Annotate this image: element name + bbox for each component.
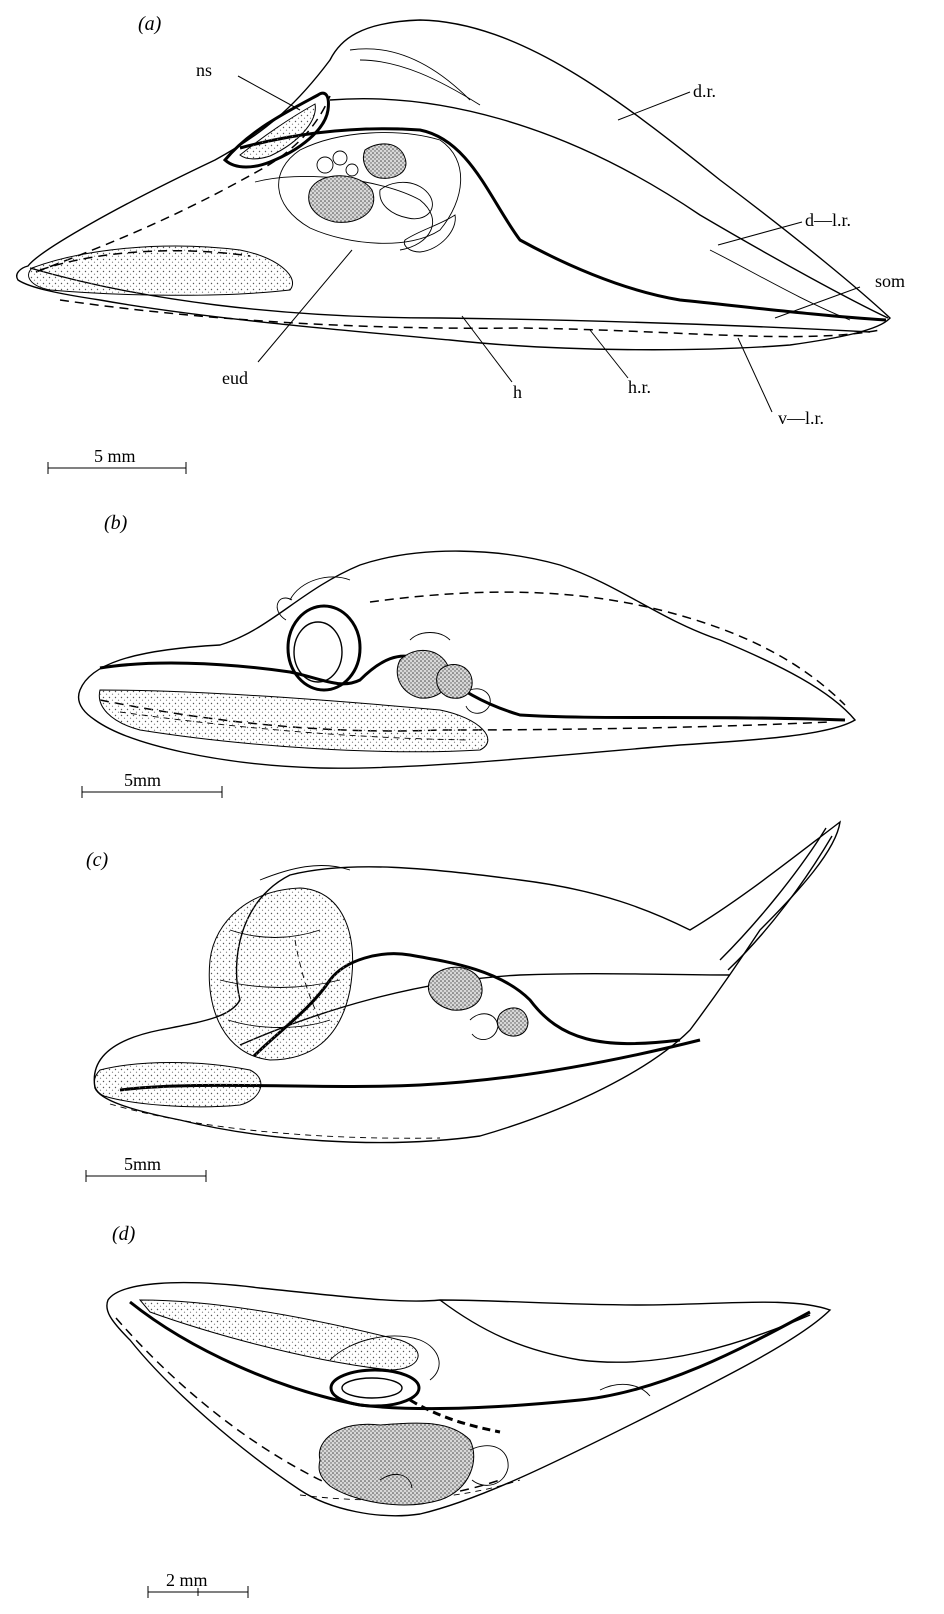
label-vlr: v—l.r. [778,408,824,428]
leader-lines-a [238,76,860,412]
label-dr: d.r. [693,81,716,101]
panel-label-d: (d) [112,1223,136,1245]
viscera-c [428,967,482,1010]
coil-d [331,1370,419,1406]
label-som: som [875,271,905,291]
scale-bar-b: 5mm [82,770,222,798]
panel-d: (d) 2 mm [107,1223,830,1598]
scale-bar-a: 5 mm [48,446,186,474]
specimen-d-drawing [107,1283,830,1516]
label-eud: eud [222,368,248,388]
specimen-a-drawing [17,20,890,350]
scale-bar-label-c: 5mm [124,1154,161,1174]
panel-label-b: (b) [104,512,128,534]
scale-bar-label-d: 2 mm [166,1570,208,1590]
shield-c [209,888,352,1060]
specimen-b-drawing [79,551,855,768]
scale-bar-c: 5mm [86,1154,206,1182]
viscera-a [309,176,374,223]
panel-a: (a) [17,13,905,474]
panel-b: (b) 5mm [79,512,855,798]
label-ns: ns [196,60,212,80]
label-dlr: d—l.r. [805,210,851,230]
panel-label-c: (c) [86,849,109,871]
viscera-d [319,1423,474,1505]
label-hr: h.r. [628,377,651,397]
shield-b [288,606,360,690]
scale-bar-label-b: 5mm [124,770,161,790]
body-outline-a [17,20,890,350]
specimen-c-drawing [94,822,840,1143]
panel-c: (c) 5mm [86,822,840,1182]
scale-bar-d: 2 mm [148,1570,248,1598]
panel-label-a: (a) [138,13,162,35]
label-h: h [513,382,522,402]
scale-bar-label-a: 5 mm [94,446,136,466]
